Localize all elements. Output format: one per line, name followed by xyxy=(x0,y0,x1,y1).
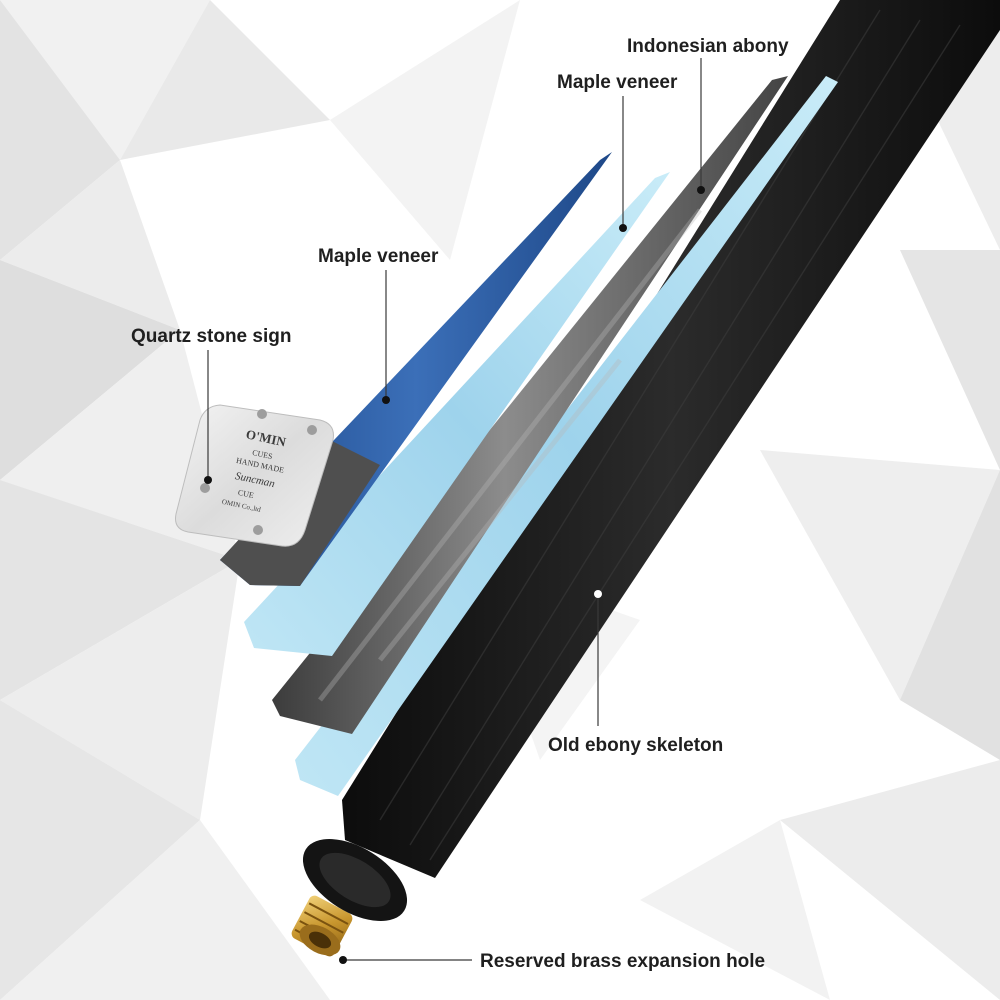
label-old-ebony-skeleton: Old ebony skeleton xyxy=(548,735,723,756)
label-indonesian-abony: Indonesian abony xyxy=(627,36,789,57)
leader-maple-veneer-light xyxy=(619,96,627,232)
label-maple-veneer-blue: Maple veneer xyxy=(318,246,439,267)
leader-old-ebony-skeleton xyxy=(594,590,602,726)
old-ebony-skeleton xyxy=(342,0,1000,878)
label-maple-veneer-light: Maple veneer xyxy=(557,72,678,93)
leader-indonesian-abony xyxy=(697,58,705,194)
indonesian-ebony-veneer xyxy=(272,76,788,734)
quartz-stone-plaque: O'MIN CUES HAND MADE Suncman CUE OMIN Co… xyxy=(175,404,334,547)
maple-veneer-back xyxy=(295,76,838,796)
rubber-bumper xyxy=(302,838,408,922)
leader-quartz-stone-sign xyxy=(204,350,212,484)
brass-expansion-insert xyxy=(291,895,353,957)
leader-maple-veneer-blue xyxy=(382,270,390,404)
leader-brass-expansion-hole xyxy=(339,956,472,964)
maple-veneer-front xyxy=(244,172,670,656)
plaque-line1: CUES xyxy=(251,448,273,461)
label-quartz-stone-sign: Quartz stone sign xyxy=(131,326,291,347)
plaque-line3: CUE xyxy=(237,488,255,500)
label-brass-expansion-hole: Reserved brass expansion hole xyxy=(480,951,765,972)
